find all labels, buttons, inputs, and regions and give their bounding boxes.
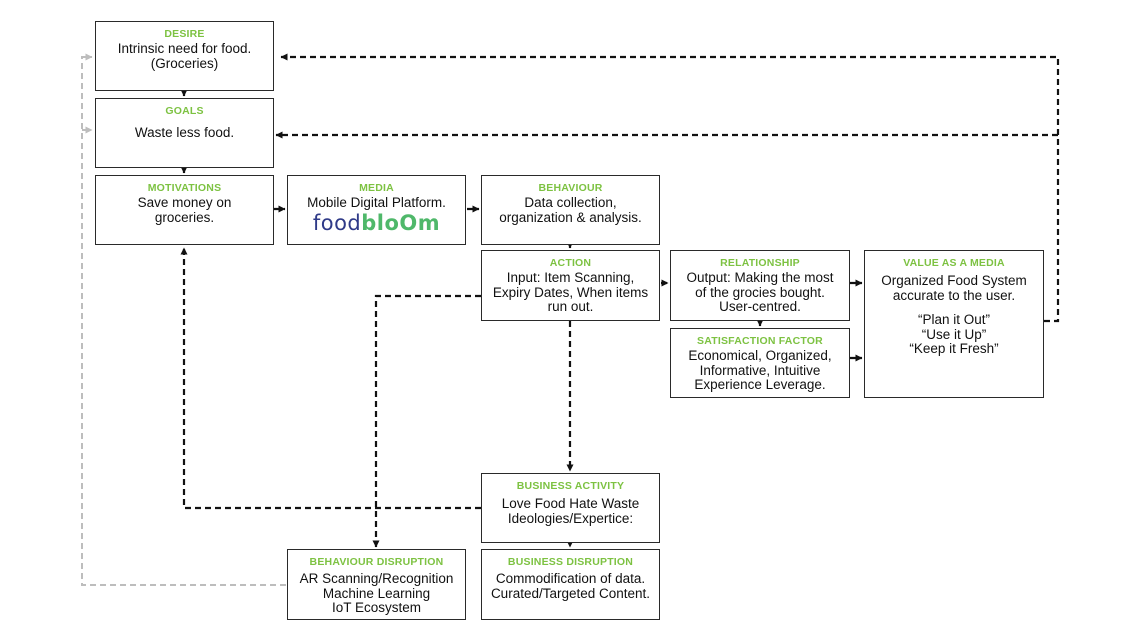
media-heading: MEDIA (359, 182, 394, 194)
logo-food-text: food (312, 210, 362, 235)
relationship-heading: RELATIONSHIP (720, 257, 800, 269)
value-quote-1: “Plan it Out” (917, 312, 991, 327)
node-goals: GOALS Waste less food. (95, 98, 274, 168)
motivations-line-2: groceries. (154, 209, 215, 225)
action-line-3: run out. (547, 299, 594, 314)
node-business-disruption: BUSINESS DISRUPTION Commodification of d… (481, 549, 660, 620)
goals-heading: GOALS (165, 105, 204, 117)
behaviour-disruption-line-1: AR Scanning/Recognition (299, 571, 454, 586)
business-activity-heading: BUSINESS ACTIVITY (516, 480, 625, 492)
behaviour-disruption-line-3: IoT Ecosystem (331, 600, 422, 615)
satisfaction-line-2: Informative, Intuitive (699, 362, 821, 378)
logo-bloom-text: bloOm (361, 210, 441, 235)
business-activity-line-1: Love Food Hate Waste (501, 496, 640, 511)
business-activity-line-2: Ideologies/Expertice: (507, 510, 634, 526)
action-line-2: Expiry Dates, When items (492, 284, 649, 300)
behaviour-line-2: organization & analysis. (499, 209, 642, 225)
desire-line-1: Intrinsic need for food. (117, 41, 252, 56)
node-action: ACTION Input: Item Scanning, Expiry Date… (481, 250, 660, 321)
node-business-activity: BUSINESS ACTIVITY Love Food Hate Waste I… (481, 473, 660, 543)
node-value-as-a-media: VALUE AS A MEDIA Organized Food System a… (864, 250, 1044, 398)
node-behaviour-disruption: BEHAVIOUR DISRUPTION AR Scanning/Recogni… (287, 549, 466, 620)
value-heading: VALUE AS A MEDIA (903, 257, 1005, 269)
desire-heading: DESIRE (164, 28, 205, 40)
desire-line-2: (Groceries) (150, 55, 219, 71)
arrow-value-to-desire (280, 53, 1060, 323)
foodbloom-logo: foodbloOm (288, 211, 465, 235)
media-line-1: Mobile Digital Platform. (307, 195, 446, 210)
relationship-line-3: User-centred. (719, 299, 801, 314)
behaviour-disruption-heading: BEHAVIOUR DISRUPTION (309, 556, 444, 568)
business-disruption-heading: BUSINESS DISRUPTION (507, 556, 634, 568)
arrow-business-activity-to-motivations (180, 247, 481, 510)
arrow-action-to-behaviour-disruption (372, 294, 481, 548)
faint-loop-to-desire (81, 53, 286, 586)
value-line-1: Organized Food System (881, 273, 1027, 288)
satisfaction-line-3: Experience Leverage. (694, 377, 826, 392)
motivations-line-1: Save money on (137, 195, 232, 210)
behaviour-disruption-line-2: Machine Learning (322, 585, 431, 601)
node-relationship: RELATIONSHIP Output: Making the most of … (670, 250, 850, 321)
node-media: MEDIA Mobile Digital Platform. foodbloOm (287, 175, 466, 245)
node-motivations: MOTIVATIONS Save money on groceries. (95, 175, 274, 245)
node-desire: DESIRE Intrinsic need for food. (Groceri… (95, 21, 274, 91)
relationship-line-1: Output: Making the most (686, 270, 834, 285)
action-line-1: Input: Item Scanning, (506, 270, 635, 285)
behaviour-heading: BEHAVIOUR (538, 182, 603, 194)
node-satisfaction-factor: SATISFACTION FACTOR Economical, Organize… (670, 328, 850, 398)
value-line-2: accurate to the user. (892, 287, 1016, 303)
satisfaction-line-1: Economical, Organized, (688, 348, 832, 363)
business-disruption-line-1: Commodification of data. (495, 571, 646, 586)
relationship-line-2: of the grocies bought. (695, 284, 825, 300)
business-disruption-line-2: Curated/Targeted Content. (490, 585, 651, 601)
motivations-heading: MOTIVATIONS (147, 182, 222, 194)
value-quote-2: “Use it Up” (921, 326, 987, 342)
behaviour-line-1: Data collection, (524, 195, 617, 210)
node-behaviour: BEHAVIOUR Data collection, organization … (481, 175, 660, 245)
satisfaction-heading: SATISFACTION FACTOR (697, 335, 823, 347)
value-quote-3: “Keep it Fresh” (909, 341, 999, 356)
action-heading: ACTION (549, 257, 592, 269)
goals-line-1: Waste less food. (134, 125, 235, 140)
